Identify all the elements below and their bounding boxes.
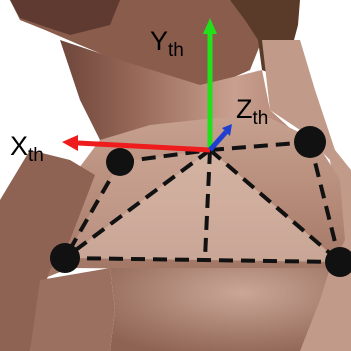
marker-lower-left (50, 243, 80, 273)
marker-left-shoulder (106, 148, 134, 176)
marker-right-shoulder (294, 126, 326, 158)
arm-inner-shadow (30, 268, 115, 351)
upper-arm-shape (110, 268, 330, 351)
